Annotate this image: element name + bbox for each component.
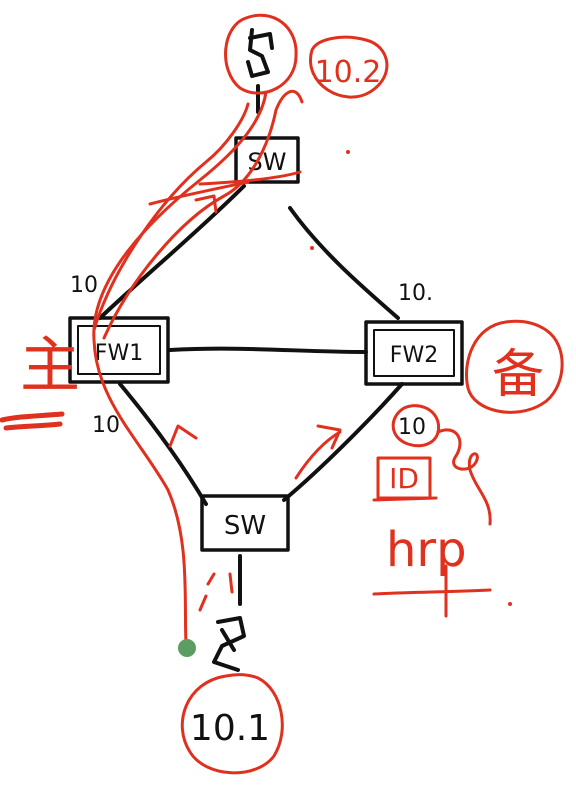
squiggle-annotation	[436, 428, 492, 526]
boxed-id-group: ID	[372, 456, 438, 502]
firewall-1-icon: FW1	[68, 316, 170, 384]
link-fw2-bottomsw	[282, 382, 404, 502]
bottom-host-ticks	[198, 572, 234, 612]
arrow-right-icon	[294, 424, 342, 480]
bottom-switch-label: SW	[224, 511, 266, 541]
dot-2	[508, 602, 512, 606]
top-switch-label: SW	[248, 148, 287, 176]
arrow-to-topsw-icon	[194, 194, 218, 214]
cursor-pointer-icon	[178, 639, 196, 657]
arrow-up-left-icon	[168, 424, 198, 448]
master-mark: 主	[20, 331, 80, 401]
bottom-host-ip-bubble: 10.1	[180, 673, 284, 775]
link-topsw-fw1	[98, 184, 246, 320]
top-host-icon	[246, 28, 274, 114]
traffic-path-primary	[92, 90, 268, 646]
firewall-1-label: FW1	[95, 341, 143, 366]
bottom-switch-icon: SW	[200, 494, 290, 552]
protocol-underline	[372, 564, 492, 618]
protocol-label: hrp	[386, 522, 467, 578]
fw2-lower-tag: 10	[398, 415, 426, 440]
fw1-lower-tag: 10	[92, 413, 120, 438]
link-fw1-fw2	[168, 346, 368, 354]
dot-3	[310, 246, 314, 250]
top-host-ip: 10.2	[315, 55, 382, 90]
backup-mark: 备	[492, 345, 544, 405]
arrow-topsw-underline	[198, 170, 302, 186]
traffic-path-return	[102, 89, 304, 340]
dot-1	[346, 150, 350, 154]
bottom-host-ip: 10.1	[190, 708, 270, 749]
top-host-ip-bubble: 10.2	[309, 35, 389, 99]
master-underline	[0, 411, 65, 431]
bottom-host-icon	[212, 554, 246, 672]
arrow-topsw-line	[148, 180, 250, 206]
link-topsw-fw2	[288, 206, 400, 320]
fw2-lower-tag-group: 10	[391, 404, 441, 448]
backup-mark-group: 备	[465, 319, 564, 414]
boxed-id: ID	[389, 462, 419, 495]
traffic-path-inner	[92, 102, 250, 332]
fw2-upper-tag: 10.	[398, 281, 433, 306]
firewall-2-icon: FW2	[364, 320, 464, 386]
link-fw1-bottomsw	[118, 382, 208, 506]
top-host-circle	[224, 13, 298, 95]
fw1-upper-tag: 10	[70, 273, 98, 298]
firewall-2-label: FW2	[390, 343, 438, 368]
